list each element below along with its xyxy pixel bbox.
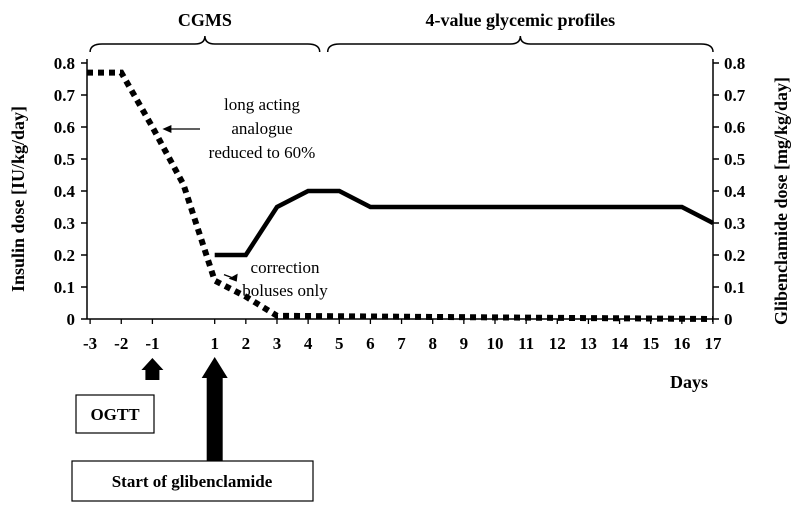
event-box — [71, 460, 314, 502]
event-arrow — [141, 358, 164, 380]
x-tick-label: -2 — [114, 334, 128, 353]
y-tick-label-left: 0.4 — [54, 182, 76, 201]
annotation-line: analogue — [231, 119, 292, 138]
y-tick-label-right: 0.5 — [724, 150, 745, 169]
y-axis-title-right: Glibenclamide dose [mg/kg/day] — [771, 77, 791, 325]
x-tick-label: 16 — [673, 334, 690, 353]
bracket-label-glycemic-profiles: 4-value glycemic profiles — [426, 10, 616, 30]
x-tick-label: -1 — [145, 334, 159, 353]
event-label: Start of glibenclamide — [112, 472, 273, 491]
event-start-glibenclamide: Start of glibenclamide — [71, 357, 314, 502]
y-tick-label-left: 0.8 — [54, 54, 75, 73]
y-tick-label-left: 0 — [67, 310, 76, 329]
x-tick-label: 10 — [486, 334, 503, 353]
x-tick-label: 5 — [335, 334, 344, 353]
x-tick-label: 13 — [580, 334, 597, 353]
annotation-line: correction — [251, 258, 320, 277]
annotation-long-acting: long acting analogue reduced to 60% — [162, 95, 315, 162]
x-tick-label: 9 — [460, 334, 469, 353]
period-brackets: CGMS 4-value glycemic profiles — [89, 10, 714, 53]
annotation-correction-boluses: correction boluses only — [223, 258, 328, 300]
annotation-arrowhead — [162, 125, 172, 133]
x-tick-label: 17 — [705, 334, 723, 353]
annotation-line: long acting — [224, 95, 301, 114]
annotation-line: boluses only — [242, 281, 328, 300]
y-tick-label-right: 0.1 — [724, 278, 745, 297]
x-tick-label: 6 — [366, 334, 375, 353]
x-tick-label: 4 — [304, 334, 313, 353]
annotation-arrowhead — [228, 273, 238, 282]
y-tick-label-right: 0.2 — [724, 246, 745, 265]
y-tick-label-right: 0.7 — [724, 86, 746, 105]
y-tick-label-right: 0 — [724, 310, 733, 329]
x-tick-label: 8 — [428, 334, 437, 353]
bracket-glycemic-profiles — [326, 35, 714, 53]
x-tick-label: 7 — [397, 334, 406, 353]
event-label: OGTT — [90, 405, 140, 424]
y-tick-label-left: 0.3 — [54, 214, 75, 233]
y-tick-label-right: 0.6 — [724, 118, 745, 137]
annotation-line: reduced to 60% — [209, 143, 316, 162]
x-axis-title: Days — [670, 372, 708, 392]
insulin-dose-line — [87, 69, 714, 322]
x-tick-label: 3 — [273, 334, 282, 353]
x-tick-label: 14 — [611, 334, 629, 353]
y-axis-title-left: Insulin dose [IU/kg/day] — [8, 106, 28, 292]
y-tick-label-left: 0.1 — [54, 278, 75, 297]
glibenclamide-dose-line — [214, 188, 715, 258]
x-tick-label: 1 — [210, 334, 219, 353]
x-tick-label: 2 — [242, 334, 251, 353]
x-tick-label: 11 — [518, 334, 534, 353]
event-ogtt: OGTT — [75, 358, 164, 434]
y-tick-label-right: 0.4 — [724, 182, 746, 201]
y-tick-label-left: 0.7 — [54, 86, 76, 105]
bracket-label-cgms: CGMS — [178, 10, 232, 30]
x-tick-label: -3 — [83, 334, 97, 353]
event-box — [75, 394, 155, 434]
y-tick-label-right: 0.3 — [724, 214, 745, 233]
x-tick-label: 12 — [549, 334, 566, 353]
y-tick-label-left: 0.2 — [54, 246, 75, 265]
event-arrow — [201, 357, 228, 461]
y-ticks-left: 0 0.1 0.2 0.3 0.4 0.5 0.6 0.7 0.8 — [54, 54, 87, 329]
y-ticks-right: 0 0.1 0.2 0.3 0.4 0.5 0.6 0.7 0.8 — [713, 54, 746, 329]
bracket-cgms — [89, 35, 321, 53]
y-tick-label-left: 0.5 — [54, 150, 75, 169]
y-tick-label-left: 0.6 — [54, 118, 75, 137]
y-tick-label-right: 0.8 — [724, 54, 745, 73]
x-tick-label: 15 — [642, 334, 659, 353]
